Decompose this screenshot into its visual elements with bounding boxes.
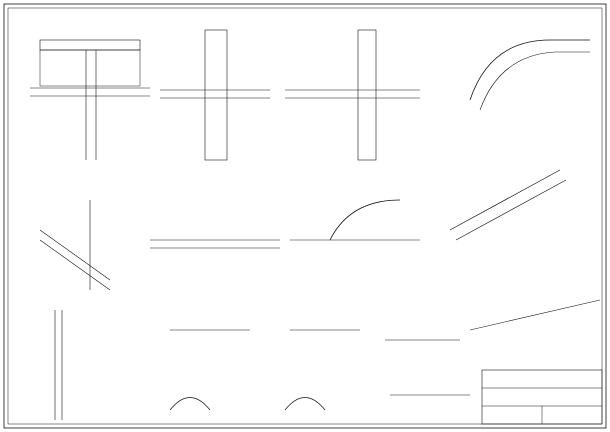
detail-6 — [150, 239, 280, 249]
detail-14 — [169, 397, 211, 411]
detail-8 — [449, 169, 567, 241]
detail-15 — [284, 397, 326, 411]
detail-13 — [469, 299, 601, 331]
title-block — [481, 369, 603, 425]
detail-5 — [39, 200, 111, 291]
outer-border — [3, 3, 607, 429]
inner-border — [7, 7, 603, 425]
detail-3 — [285, 29, 420, 161]
detail-2 — [160, 29, 270, 161]
detail-1 — [30, 39, 150, 160]
detail-9 — [54, 310, 63, 420]
detail-4 — [469, 39, 590, 111]
detail-7 — [290, 199, 420, 241]
